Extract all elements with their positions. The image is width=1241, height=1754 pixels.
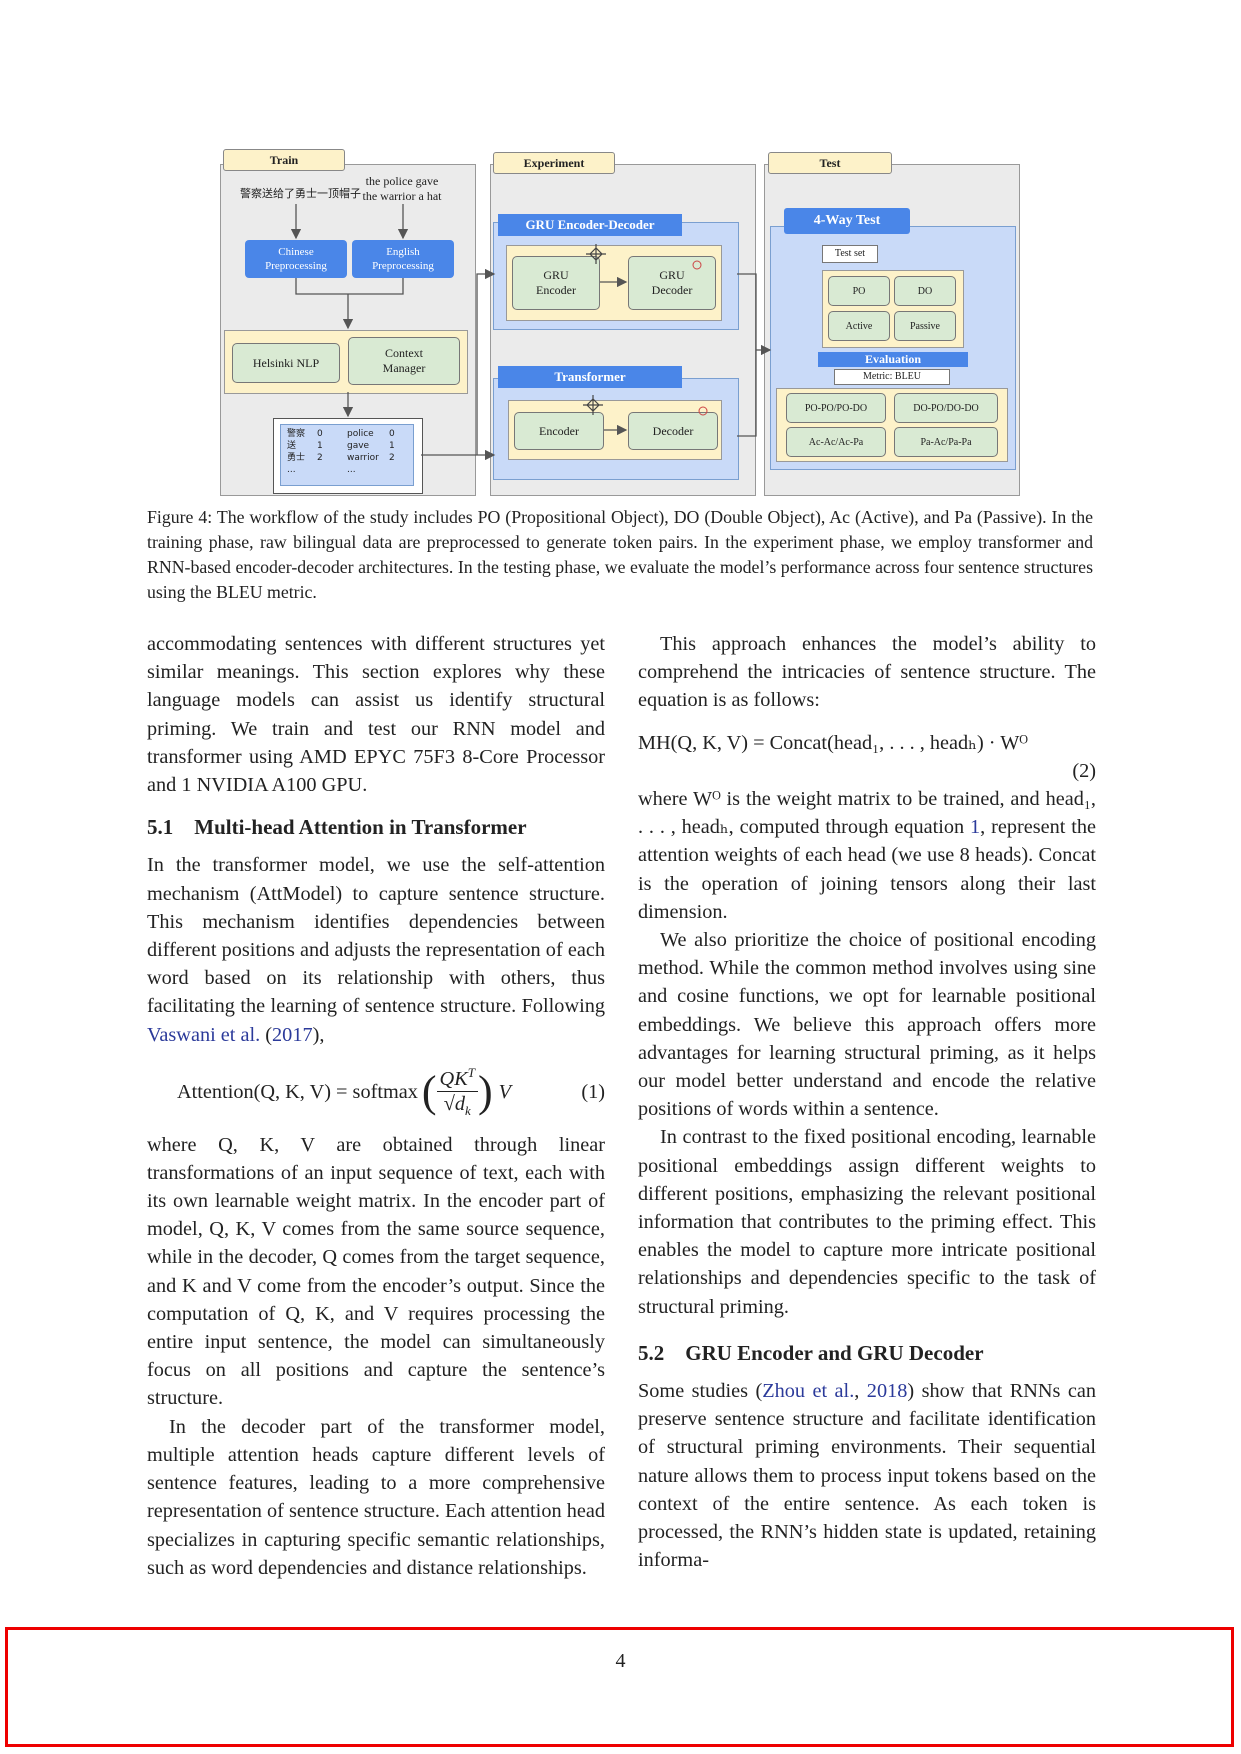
left-column: accommodating sentences with different s… — [147, 630, 605, 1582]
paragraph: where Q, K, V are obtained through linea… — [147, 1133, 605, 1410]
passive-box: Passive — [894, 311, 956, 341]
citation-link[interactable]: Zhou et al. — [762, 1380, 855, 1403]
equation-2: MH(Q, K, V) = Concat(head₁, . . . , head… — [638, 729, 1096, 785]
do-box: DO — [894, 276, 956, 306]
chinese-pre-line2: Preprocessing — [265, 260, 327, 272]
paragraph: In contrast to the fixed positional enco… — [638, 1126, 1096, 1318]
english-sentence-1: the police gave — [365, 174, 439, 188]
paragraph: where Wᴼ is the weight matrix to be trai… — [638, 785, 1096, 926]
paragraph-text: In the transformer model, we use the sel… — [147, 854, 605, 1018]
paragraph-text: ) show that RNNs can preserve sentence s… — [638, 1380, 1097, 1572]
section-title: GRU Encoder and GRU Decoder — [685, 1340, 984, 1365]
section-title: Multi-head Attention in Transformer — [194, 815, 527, 840]
highlight-frame — [5, 1627, 1234, 1747]
page-number: 4 — [615, 1650, 626, 1672]
experiment-tab: Experiment — [493, 152, 615, 174]
equation-2-number: (2) — [1072, 759, 1096, 782]
paragraph-text: Some studies ( — [638, 1380, 763, 1403]
ac-ac-pa-box: Ac-Ac/Ac-Pa — [786, 427, 886, 457]
paragraph: accommodating sentences with different s… — [147, 633, 605, 797]
pa-ac-pa-box: Pa-Ac/Pa-Pa — [894, 427, 998, 457]
train-tab: Train — [223, 149, 345, 171]
english-preprocessing: English Preprocessing — [352, 240, 454, 278]
transformer-encoder: Encoder — [514, 412, 604, 450]
equation-1-body: Attention(Q, K, V) = softmax ( QKT √dk )… — [177, 1061, 511, 1123]
network-icon — [583, 244, 606, 415]
gru-title: GRU Encoder-Decoder — [498, 214, 682, 236]
paragraph-text: where Wᴼ is the weight matrix to be trai… — [638, 788, 1096, 839]
equation-ref-link[interactable]: 1 — [970, 816, 981, 839]
citation-year-link[interactable]: 2017 — [272, 1023, 313, 1046]
paragraph: In the decoder part of the transformer m… — [147, 1415, 605, 1579]
context-line2: Manager — [382, 361, 426, 375]
paragraph: In the transformer model, we use the sel… — [147, 854, 605, 1046]
gru-encoder: GRU Encoder — [512, 256, 600, 310]
token-row: ...... — [287, 465, 356, 475]
context-line1: Context — [385, 346, 423, 360]
chinese-pre-line1: Chinese — [278, 246, 314, 258]
paragraph: This approach enhances the model’s abili… — [638, 633, 1096, 712]
fourway-title: 4-Way Test — [784, 208, 910, 234]
section-number: 5.1 — [147, 815, 174, 840]
transformer-decoder: Decoder — [628, 412, 718, 450]
gru-encoder-line1: GRU — [543, 268, 569, 282]
figure-connectors — [290, 204, 772, 461]
equation-1-fraction: ( QKT √dk ) V — [422, 1061, 511, 1123]
context-manager: Context Manager — [348, 337, 460, 385]
do-po-do-box: DO-PO/DO-DO — [894, 393, 998, 423]
figure-caption: Figure 4: The workflow of the study incl… — [147, 507, 1093, 602]
gear-icon — [692, 260, 708, 416]
paragraph: We also prioritize the choice of positio… — [638, 929, 1096, 1121]
transformer-title: Transformer — [498, 366, 682, 388]
section-heading-5-2: 5.2 GRU Encoder and GRU Decoder — [638, 1339, 1096, 1367]
helsinki-nlp: Helsinki NLP — [232, 343, 340, 383]
section-number: 5.2 — [638, 1340, 665, 1365]
po-po-do-box: PO-PO/PO-DO — [786, 393, 886, 423]
equation-1: Attention(Q, K, V) = softmax ( QKT √dk )… — [147, 1061, 605, 1123]
equation-2-body: MH(Q, K, V) = Concat(head₁, . . . , head… — [638, 731, 1028, 754]
paragraph-text: , represent the attention weights of eac… — [638, 816, 1096, 923]
english-pre-line1: English — [386, 246, 420, 258]
active-box: Active — [828, 311, 890, 341]
gru-encoder-line2: Encoder — [536, 283, 576, 297]
test-set-label: Test set — [822, 245, 878, 263]
section-heading-5-1: 5.1 Multi-head Attention in Transformer — [147, 813, 605, 841]
evaluation-label: Evaluation — [818, 352, 968, 367]
citation-year-link[interactable]: 2018 — [866, 1380, 908, 1403]
po-box: PO — [828, 276, 890, 306]
gru-decoder-line2: Decoder — [651, 283, 693, 297]
chinese-sentence: 警察送给了勇士一顶帽子 — [240, 187, 361, 200]
citation-link[interactable]: Vaswani et al. — [147, 1023, 261, 1046]
metric-label: Metric: BLEU — [834, 369, 950, 385]
paragraph: Some studies (Zhou et al., 2018) show th… — [638, 1380, 1097, 1572]
right-column: This approach enhances the model’s abili… — [638, 630, 1096, 1575]
english-pre-line2: Preprocessing — [372, 260, 434, 272]
equation-1-lhs: Attention(Q, K, V) = softmax — [177, 1080, 418, 1103]
test-tab: Test — [768, 152, 892, 174]
english-sentence-2: the warrior a hat — [362, 189, 442, 203]
gru-decoder-line1: GRU — [659, 268, 685, 282]
chinese-preprocessing: Chinese Preprocessing — [245, 240, 347, 278]
equation-1-number: (1) — [581, 1080, 605, 1103]
